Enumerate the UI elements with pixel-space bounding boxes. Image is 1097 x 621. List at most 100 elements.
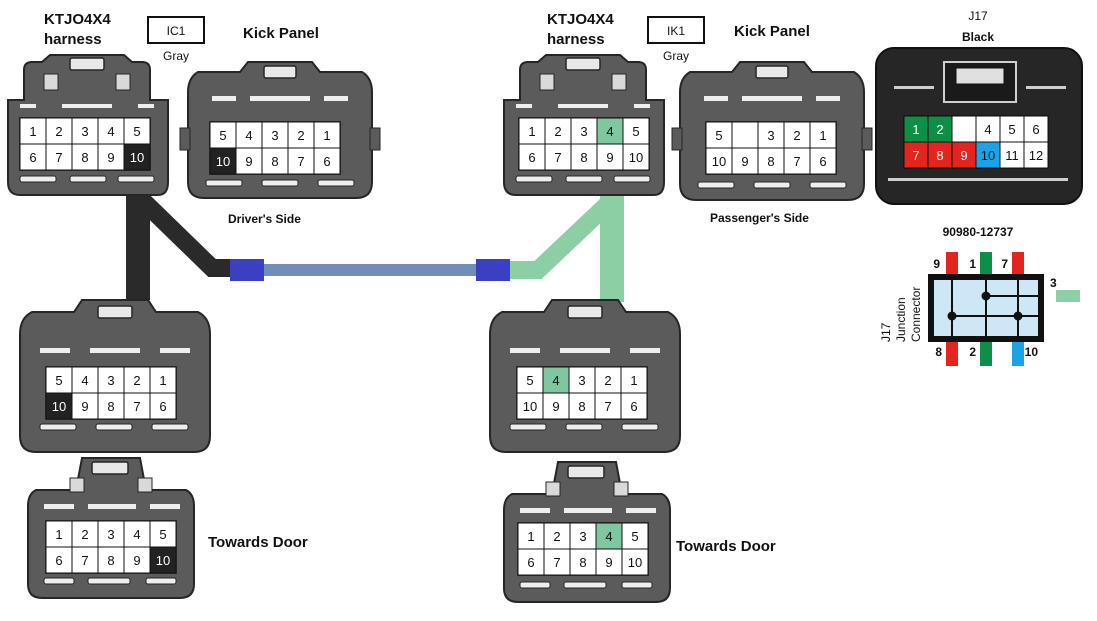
green-wire-pin3 bbox=[1056, 290, 1080, 302]
junction-bottom-pin-10: 10 bbox=[1025, 345, 1039, 359]
right-mid-pin-label: 7 bbox=[604, 399, 611, 414]
right-harness-pin-label: 8 bbox=[580, 150, 587, 165]
junction-bottom-pin-8: 8 bbox=[935, 345, 942, 359]
j17-color: Black bbox=[962, 30, 994, 44]
right-mid-pin-label: 2 bbox=[604, 373, 611, 388]
junction-top-pin-9: 9 bbox=[933, 257, 940, 271]
j17-junction-schematic bbox=[928, 252, 1044, 366]
junction-pin2-stub bbox=[980, 340, 992, 366]
blue-wire-end-left bbox=[230, 259, 264, 281]
left-mid-pin-cell bbox=[149, 392, 177, 420]
left-mid-pin-label: 2 bbox=[133, 373, 140, 388]
left-harness-pin-cell bbox=[97, 143, 125, 171]
right-door-pin-cell bbox=[569, 522, 597, 550]
left-door-pin-label: 1 bbox=[55, 527, 62, 542]
left-kick-pin-cell bbox=[209, 121, 237, 149]
right-code: IK1 bbox=[667, 24, 685, 38]
left-harness-pin-cell bbox=[71, 117, 99, 145]
j17-pin-label: 5 bbox=[1008, 122, 1015, 137]
junction-node-3 bbox=[1013, 311, 1023, 321]
right-kick-pin-cell bbox=[783, 147, 811, 175]
j17-title: J17 bbox=[968, 9, 988, 23]
left-mid-pin-cell bbox=[71, 392, 99, 420]
left-kick-pin-label: 7 bbox=[297, 154, 304, 169]
left-kick-title: Kick Panel bbox=[243, 25, 319, 42]
right-door-pin-label: 3 bbox=[579, 529, 586, 544]
right-harness-pin-cell bbox=[570, 143, 598, 171]
j17-pin-label: 9 bbox=[960, 148, 967, 163]
blue-wire bbox=[262, 264, 477, 276]
right-kick-pin-label: 3 bbox=[767, 128, 774, 143]
right-harness-pin-label: 9 bbox=[606, 150, 613, 165]
green-wire-diagonal bbox=[510, 193, 619, 279]
left-kick-pin-label: 9 bbox=[245, 154, 252, 169]
left-code-color: Gray bbox=[163, 49, 189, 63]
left-mid-pin-label: 6 bbox=[159, 399, 166, 414]
right-mid-pin-label: 3 bbox=[578, 373, 585, 388]
left-door-pin-label: 9 bbox=[133, 553, 140, 568]
j17-pin-label: 4 bbox=[984, 122, 991, 137]
right-kick-pin-label: 2 bbox=[793, 128, 800, 143]
left-door-pin-cell bbox=[97, 546, 125, 574]
left-harness-pin-label: 6 bbox=[29, 150, 36, 165]
right-door-pin-label: 6 bbox=[527, 555, 534, 570]
right-harness-sub: harness bbox=[547, 31, 605, 48]
junction-label-connector: Connector bbox=[909, 287, 923, 342]
left-kick-pin-label: 5 bbox=[219, 128, 226, 143]
right-harness-pin-label: 3 bbox=[580, 124, 587, 139]
junction-node-1 bbox=[981, 291, 991, 301]
right-door-pin-label: 8 bbox=[579, 555, 586, 570]
left-code: IC1 bbox=[167, 24, 186, 38]
j17-pin-cell bbox=[927, 141, 953, 169]
right-harness-pin-label: 6 bbox=[528, 150, 535, 165]
junction-top-pin-1: 1 bbox=[969, 257, 976, 271]
right-mid-pin-cell bbox=[620, 392, 648, 420]
right-harness-pin-label: 7 bbox=[554, 150, 561, 165]
left-door-pin-label: 4 bbox=[133, 527, 140, 542]
right-door-pin-cell bbox=[569, 548, 597, 576]
right-kick-pin-cell bbox=[783, 121, 811, 149]
right-harness-pin-cell bbox=[544, 143, 572, 171]
right-mid-pin-cell bbox=[568, 366, 596, 394]
left-mid-pin-cell bbox=[45, 366, 73, 394]
right-harness-pin-label: 4 bbox=[606, 124, 613, 139]
j17-pin-cell bbox=[951, 141, 977, 169]
right-kick-pin-label: 10 bbox=[712, 154, 726, 169]
left-harness-pin-cell bbox=[97, 117, 125, 145]
left-harness-pin-label: 2 bbox=[55, 124, 62, 139]
left-harness-pin-cell bbox=[19, 117, 47, 145]
left-kick-pin-cell bbox=[313, 147, 341, 175]
j17-pin-cell bbox=[1023, 115, 1049, 143]
right-door-pin-cell bbox=[517, 522, 545, 550]
left-door-pin-cell bbox=[149, 546, 177, 574]
j17-pin-label: 11 bbox=[1005, 148, 1019, 163]
right-mid-pin-cell bbox=[542, 392, 570, 420]
junction-pin1-stub bbox=[980, 252, 992, 276]
wires bbox=[126, 191, 1080, 302]
right-kick-title: Kick Panel bbox=[734, 23, 810, 40]
right-door-pin-label: 10 bbox=[628, 555, 642, 570]
right-door-pin-cell bbox=[595, 548, 623, 576]
junction-pin7-stub bbox=[1012, 252, 1024, 276]
left-mid-pin-label: 9 bbox=[81, 399, 88, 414]
right-mid-pin-label: 10 bbox=[523, 399, 537, 414]
right-kick-pin-cell bbox=[705, 121, 733, 149]
left-harness-pin-cell bbox=[123, 143, 151, 171]
left-mid-pin-cell bbox=[71, 366, 99, 394]
left-door-pin-label: 3 bbox=[107, 527, 114, 542]
junction-top-pin-7: 7 bbox=[1001, 257, 1008, 271]
left-door-pin-label: 8 bbox=[107, 553, 114, 568]
junction-internal-wiring bbox=[951, 280, 1038, 336]
right-harness-pin-cell bbox=[518, 117, 546, 145]
right-door-pin-cell bbox=[621, 522, 649, 550]
left-side-label: Driver's Side bbox=[228, 212, 301, 226]
left-kick-pin-cell bbox=[287, 147, 315, 175]
j17-pin-cell bbox=[999, 141, 1025, 169]
junction-side-pin-3: 3 bbox=[1050, 276, 1057, 290]
junction-node-2 bbox=[947, 311, 957, 321]
